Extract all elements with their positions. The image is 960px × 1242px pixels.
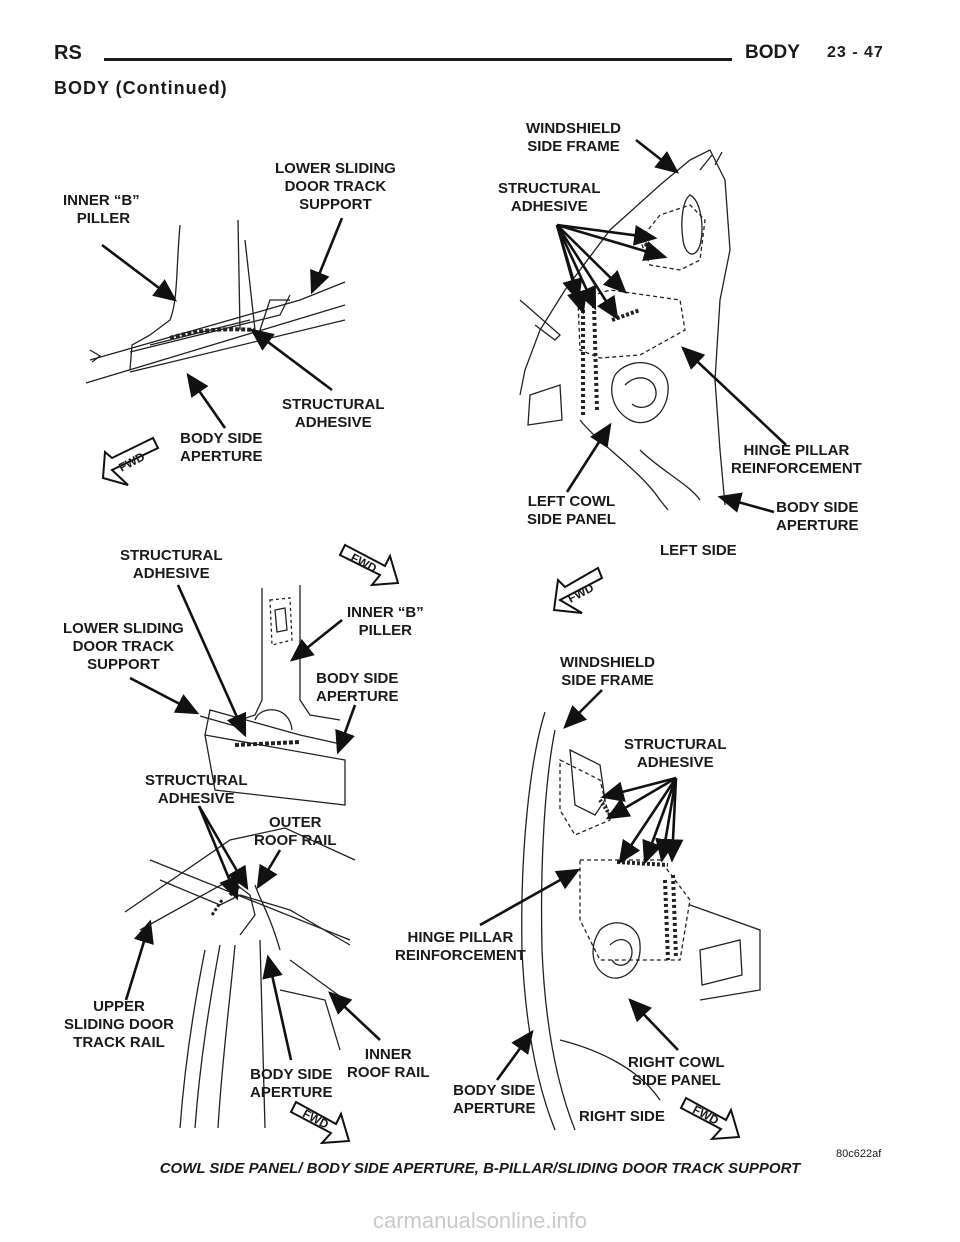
label-windshield-frame-top: WINDSHIELD SIDE FRAME	[526, 120, 621, 155]
label-structural-adhesive-tl: STRUCTURAL ADHESIVE	[282, 396, 385, 431]
footer-watermark: carmanualsonline.info	[372, 1208, 588, 1233]
header-rule	[104, 58, 732, 61]
label-body-side-aperture-tr: BODY SIDE APERTURE	[776, 499, 859, 534]
label-left-side: LEFT SIDE	[660, 542, 737, 559]
section-code: RS	[54, 42, 82, 64]
label-structural-adhesive-ml: STRUCTURAL ADHESIVE	[120, 547, 223, 582]
label-lower-sliding-top: LOWER SLIDING DOOR TRACK SUPPORT	[275, 160, 396, 213]
label-body-side-aperture-tl: BODY SIDE APERTURE	[180, 430, 263, 465]
label-lower-sliding-ml: LOWER SLIDING DOOR TRACK SUPPORT	[63, 620, 184, 673]
label-outer-roof-rail: OUTER ROOF RAIL	[254, 814, 337, 849]
roof-rail-view	[124, 827, 356, 1129]
label-right-side: RIGHT SIDE	[579, 1108, 665, 1125]
leader-arrows	[101, 138, 787, 1081]
label-inner-roof-rail: INNER ROOF RAIL	[347, 1046, 430, 1081]
page-number: 23 - 47	[827, 44, 884, 61]
fwd-arrows	[101, 436, 741, 1145]
label-structural-adhesive-bl: STRUCTURAL ADHESIVE	[145, 772, 248, 807]
figure-caption: COWL SIDE PANEL/ BODY SIDE APERTURE, B-P…	[159, 1160, 801, 1177]
label-windshield-frame-br: WINDSHIELD SIDE FRAME	[560, 654, 655, 689]
label-inner-b-piller-top: INNER “B” PILLER	[63, 192, 140, 227]
label-structural-adhesive-tr: STRUCTURAL ADHESIVE	[498, 180, 601, 215]
label-body-side-aperture-br: BODY SIDE APERTURE	[453, 1082, 536, 1117]
label-left-cowl: LEFT COWL SIDE PANEL	[527, 493, 616, 528]
label-hinge-pillar-br: HINGE PILLAR REINFORCEMENT	[395, 929, 526, 964]
label-inner-b-piller-ml: INNER “B” PILLER	[347, 604, 424, 639]
figure-reference-code: 80c622af	[836, 1148, 882, 1160]
section-title: BODY	[745, 42, 800, 63]
label-body-side-aperture-bl: BODY SIDE APERTURE	[250, 1066, 333, 1101]
label-structural-adhesive-br: STRUCTURAL ADHESIVE	[624, 736, 727, 771]
b-pillar-top-view	[85, 219, 346, 384]
label-upper-sliding: UPPER SLIDING DOOR TRACK RAIL	[64, 998, 175, 1051]
continued-heading: BODY (Continued)	[54, 78, 228, 98]
label-body-side-aperture-ml: BODY SIDE APERTURE	[316, 670, 399, 705]
label-hinge-pillar-top: HINGE PILLAR REINFORCEMENT	[731, 442, 862, 477]
label-right-cowl: RIGHT COWL SIDE PANEL	[628, 1054, 725, 1089]
